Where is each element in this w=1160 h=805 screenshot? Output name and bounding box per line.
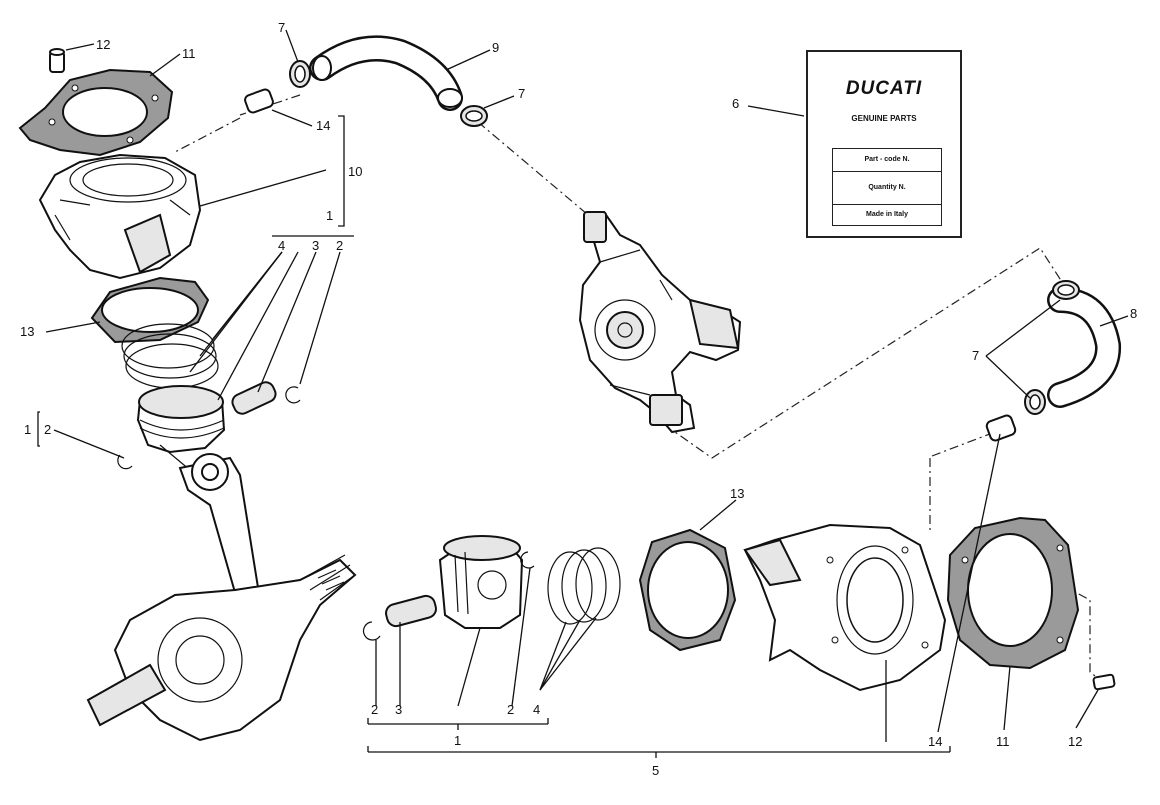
cylinder-part-10-left: [38, 153, 202, 280]
cylinder-part-5-bottom: [743, 523, 947, 692]
base-gasket-part-13-bottom: [638, 528, 737, 652]
stud-part-12: [49, 48, 65, 73]
card-row-quantity: Quantity N.: [833, 172, 941, 205]
dowel-part-14-left: [244, 88, 274, 114]
piston-part-1-left: [136, 385, 226, 471]
callout-14-top: 14: [316, 118, 330, 133]
hose-clamp-part-7-top-right: [460, 105, 488, 127]
piston-part-1-bottom: [438, 535, 524, 629]
card-subtitle: GENUINE PARTS: [851, 114, 917, 123]
head-gasket-part-11: [18, 68, 174, 157]
water-pump-housing: [578, 210, 742, 434]
hose-clamp-part-7-right-top: [1052, 280, 1080, 300]
callout-2-bottom-left: 2: [371, 702, 378, 717]
callout-7-right: 7: [972, 348, 979, 363]
head-gasket-part-11-bottom: [946, 516, 1080, 670]
callout-2-bottom-right: 2: [507, 702, 514, 717]
callout-9: 9: [492, 40, 499, 55]
callout-1-left: 1: [24, 422, 31, 437]
hose-part-8: [1047, 287, 1122, 408]
callout-2-left: 2: [44, 422, 51, 437]
card-table: Part - code N. Quantity N. Made in Italy: [832, 148, 942, 226]
genuine-parts-card: DUCATI GENUINE PARTS Part - code N. Quan…: [806, 50, 962, 238]
callout-11-top: 11: [182, 46, 196, 61]
leader-lines: [37, 29, 1129, 758]
brand-logo: DUCATI: [845, 78, 923, 99]
callout-1-top: 1: [326, 208, 333, 223]
callout-3-top: 3: [312, 238, 319, 253]
card-row-made-in: Made in Italy: [865, 211, 908, 218]
card-row-part-code: Part - code N.: [833, 149, 941, 172]
hose-part-9: [309, 35, 463, 111]
hose-clamp-part-7-top-left: [289, 60, 311, 88]
callout-6: 6: [732, 96, 739, 111]
circlip-part-2-bottom-right: [520, 551, 535, 569]
callout-12-top: 12: [96, 37, 110, 52]
callout-4-bottom: 4: [533, 702, 540, 717]
piston-rings-part-4-left: [121, 323, 219, 389]
callout-13-bottom: 13: [730, 486, 744, 501]
hose-clamp-part-7-right-bottom: [1024, 389, 1046, 415]
callout-12-bottom: 12: [1068, 734, 1082, 749]
piston-rings-part-4-bottom: [547, 547, 621, 625]
piston-pin-part-3-bottom: [385, 594, 437, 628]
callout-1-bottom: 1: [454, 733, 461, 748]
circlip-part-2-bottom-left: [362, 621, 381, 641]
callout-14-bottom: 14: [928, 734, 942, 749]
callout-10: 10: [348, 164, 362, 179]
crankshaft-assembly: [86, 453, 357, 742]
callout-3-bottom: 3: [395, 702, 402, 717]
callout-13-left: 13: [20, 324, 34, 339]
callout-2-top: 2: [336, 238, 343, 253]
stud-part-12-bottom: [1092, 673, 1116, 691]
callout-7-top-right: 7: [518, 86, 525, 101]
callout-5: 5: [652, 763, 659, 778]
dowel-part-14-right: [985, 414, 1017, 442]
callout-11-bottom: 11: [996, 734, 1010, 749]
piston-pin-part-3-left: [231, 381, 277, 415]
callout-labels: 12 11 7 9 7 6 14 10 1 4 3 2 13 1 2 8 7 1…: [20, 20, 1137, 778]
base-gasket-part-13-left: [90, 276, 210, 344]
callout-7-top-left: 7: [278, 20, 285, 35]
circlip-part-2-left: [117, 386, 301, 470]
callout-8: 8: [1130, 306, 1137, 321]
callout-4-top: 4: [278, 238, 285, 253]
